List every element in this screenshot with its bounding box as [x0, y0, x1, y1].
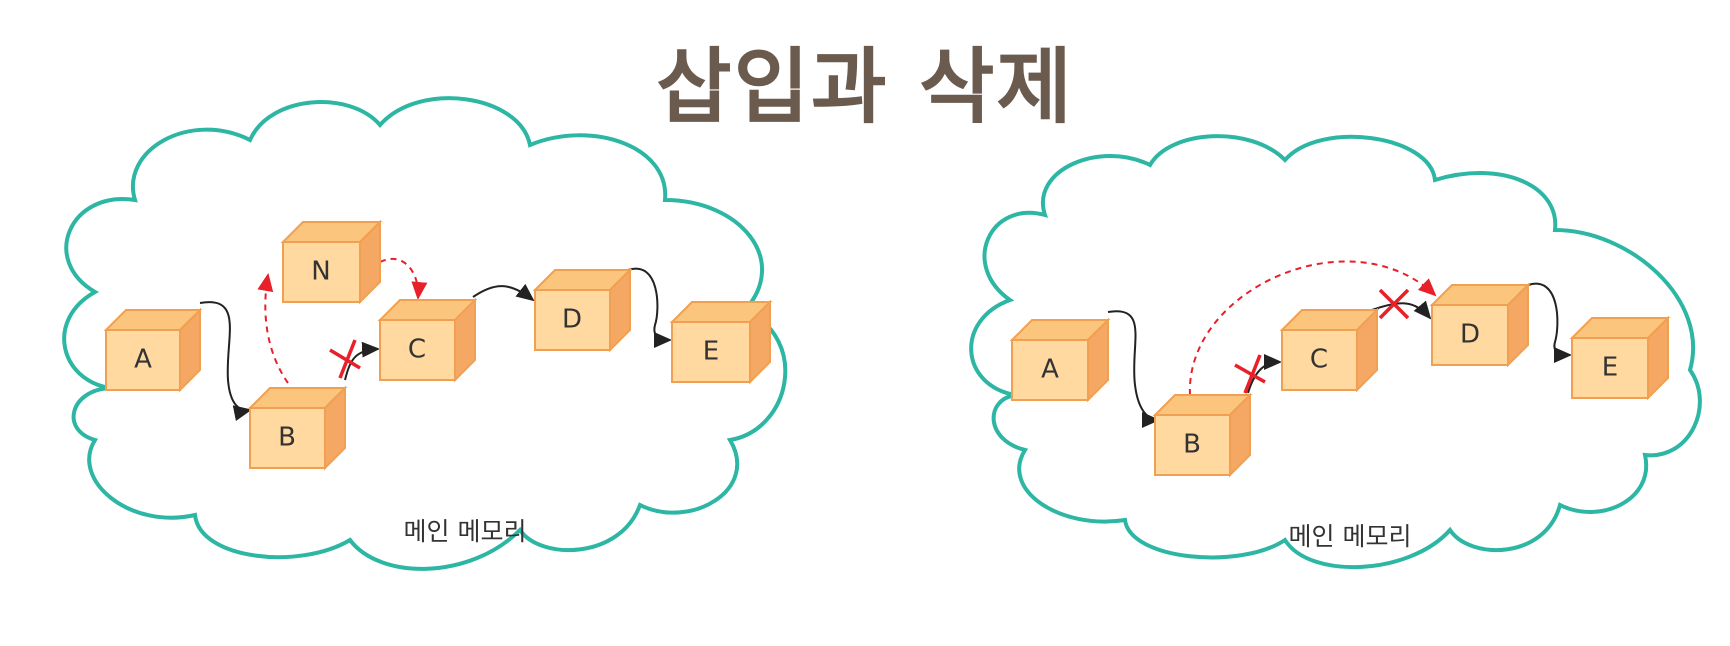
left-memory-label: 메인 메모리 — [404, 517, 527, 546]
right-node-e-label: E — [1602, 353, 1618, 383]
left-node-e-label: E — [703, 337, 719, 367]
right-node-a: A — [1009, 317, 1111, 403]
left-removed-link-x — [329, 339, 361, 379]
left-node-c: C — [377, 297, 478, 383]
left-node-e: E — [669, 299, 773, 385]
page-title: 삽입과 삭제 — [656, 40, 1074, 135]
left-node-b-label: B — [278, 423, 296, 453]
left-node-a-label: A — [134, 345, 152, 375]
right-memory-label: 메인 메모리 — [1289, 522, 1412, 551]
left-node-d-label: D — [562, 305, 582, 335]
left-node-a: A — [103, 307, 203, 393]
left-node-b: B — [247, 385, 348, 471]
left-node-c-label: C — [408, 335, 426, 365]
left-diagram-insertion: A B N C D — [62, 96, 788, 571]
right-node-b-label: B — [1183, 430, 1201, 460]
right-memory-cloud — [969, 134, 1702, 570]
right-node-e: E — [1569, 315, 1671, 401]
right-node-c-label: C — [1310, 345, 1328, 375]
right-node-c: C — [1279, 307, 1380, 393]
right-removed-link-x-cd — [1378, 288, 1410, 320]
right-node-d: D — [1429, 282, 1531, 368]
left-node-n: N — [280, 219, 383, 305]
right-removed-link-x-bc — [1234, 354, 1266, 394]
left-node-d: D — [532, 267, 633, 353]
right-diagram-deletion: A B C D E 메인 메모리 — [969, 134, 1702, 570]
right-node-b: B — [1152, 392, 1253, 478]
left-node-n-label: N — [311, 257, 330, 287]
right-node-a-label: A — [1041, 355, 1059, 385]
left-memory-cloud — [62, 96, 788, 571]
right-node-d-label: D — [1460, 320, 1480, 350]
